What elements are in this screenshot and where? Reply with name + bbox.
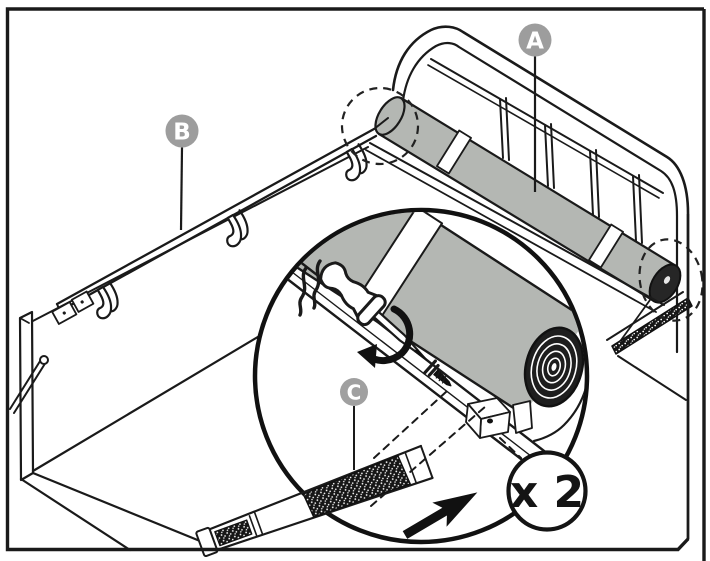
quantity-badge-text: x 2 [510,467,584,518]
rolled-cover [374,96,682,304]
callout-c-circle [340,378,368,406]
rail-end-plates [51,290,95,325]
callout-a: A [518,23,552,192]
frame-border [5,7,704,552]
rotation-arrow-arc [365,305,414,364]
callout-a-circle [518,23,552,57]
rail-clamp-2 [226,209,249,248]
inset-end-bracket [465,397,533,439]
screwdriver-icon [298,259,428,368]
screwdriver-tip [414,348,428,361]
dashed-highlight-right [638,238,704,322]
truck-bed-drawing [9,25,693,552]
page-frame [5,7,706,561]
inset-roll-spiral [523,323,585,443]
roll-band-2 [588,223,624,269]
headboard-slats [499,97,643,244]
headboard-frame [391,25,690,541]
screwdriver-handle [319,261,378,318]
callout-b: B [165,114,199,231]
screw-icon [423,359,452,387]
tailgate [9,310,295,552]
hook-strip-magnified [302,454,411,518]
callout-b-leader [179,147,184,231]
rotation-arrow-head [357,344,377,368]
bed-floor-edge [31,314,295,473]
callout-b-letter: B [173,120,191,146]
dashed-highlight-left [340,86,420,166]
callout-b-circle [165,114,199,148]
side-rail [28,117,389,325]
twist-motion-lines [298,266,308,317]
tailgate-pivot [39,355,49,365]
callout-c-letter: C [347,381,362,405]
direction-arrow [402,492,478,539]
callout-c: C [340,378,368,470]
inset-cover-sheet-edge [532,323,585,443]
quantity-badge: x 2 [506,450,588,532]
rail-clamp-1 [96,281,119,320]
quantity-badge-circle [506,450,588,532]
roll-left-cap [374,96,406,136]
front-bed-rail [365,142,693,401]
callout-a-letter: A [526,29,544,55]
hook-strip-right [611,297,693,355]
roll-band-1 [436,129,472,175]
